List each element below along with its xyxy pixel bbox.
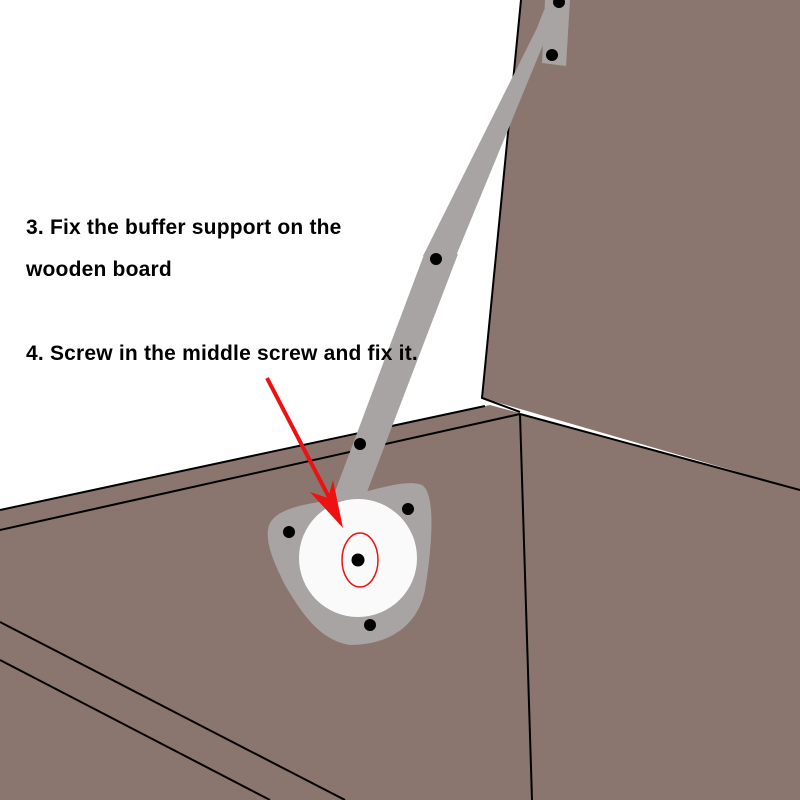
box-rim-outer [0, 405, 486, 511]
screw-dot [553, 0, 565, 8]
box-rim-inner [0, 413, 521, 531]
screw-dot [354, 438, 366, 450]
screw-dot [430, 253, 442, 265]
highlight-ellipse [341, 532, 379, 588]
screws [283, 0, 565, 631]
box-corner-edge [519, 413, 533, 800]
pointer-arrow-icon [265, 377, 343, 528]
middle-screw-dot [351, 553, 365, 567]
step3-text-line1: 3. Fix the buffer support on the [26, 216, 342, 239]
box-right-edge [519, 413, 800, 491]
step4-text: 4. Screw in the middle screw and fix it. [26, 342, 418, 365]
screw-dot [546, 49, 558, 61]
box-lower-edge-1 [0, 621, 346, 800]
upper-arm [423, 10, 558, 256]
lid-edge [480, 0, 522, 413]
screw-dot [364, 619, 376, 631]
box-lower-edge-2 [0, 659, 271, 800]
screw-dot [402, 503, 414, 515]
lid-panel [482, 0, 800, 490]
screw-dot [283, 526, 295, 538]
step3-text-line2: wooden board [26, 258, 172, 281]
